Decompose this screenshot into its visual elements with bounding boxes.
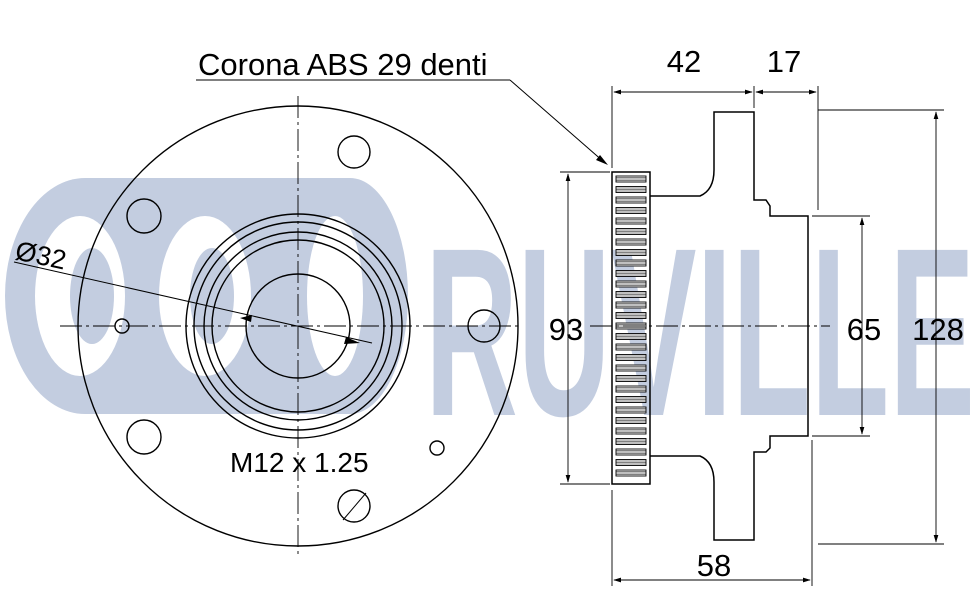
dim-total-length: 58 bbox=[697, 548, 731, 583]
wheel-bolt-hole-upper-left bbox=[126, 198, 162, 234]
wheel-bolt-hole-lower-left bbox=[126, 419, 162, 455]
bore-arrow-right bbox=[344, 337, 360, 344]
abs-ring-teeth bbox=[615, 175, 647, 477]
dim-ring-diameter: 93 bbox=[549, 312, 583, 347]
bore-arrow-left bbox=[240, 315, 252, 322]
ruville-logo: RUVILLE bbox=[5, 178, 975, 466]
abs-label-leader bbox=[196, 79, 608, 165]
wheel-bolt-hole-top bbox=[337, 135, 371, 169]
dim-pilot-length: 17 bbox=[767, 44, 801, 79]
wheel-bolt-hole-bottom bbox=[337, 489, 371, 523]
front-view bbox=[13, 96, 520, 556]
dim-pilot-diameter: 65 bbox=[847, 312, 881, 347]
abs-ring-label: Corona ABS 29 denti bbox=[198, 47, 488, 82]
dimension-lines bbox=[560, 86, 944, 586]
small-pin-hole-right bbox=[429, 440, 445, 456]
bore-diameter-leader bbox=[13, 261, 373, 344]
thread-indicator bbox=[342, 492, 367, 521]
thread-label: M12 x 1.25 bbox=[230, 447, 369, 478]
logo-text: RUVILLE bbox=[425, 198, 975, 466]
logo-emblem-inner bbox=[70, 248, 234, 344]
dim-flange-diameter: 128 bbox=[912, 312, 964, 347]
dim-flange-to-ring: 42 bbox=[667, 44, 701, 79]
abs-tone-ring bbox=[611, 171, 651, 485]
